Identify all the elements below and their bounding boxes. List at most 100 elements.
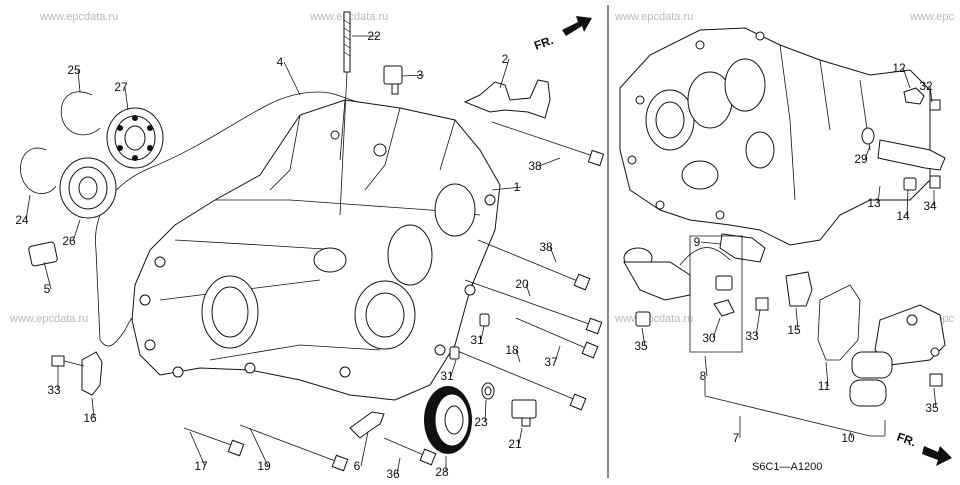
callout-number: 22 [367,29,381,43]
fr-direction-arrow-bottom: FR. [895,430,952,466]
leader-line [549,246,557,263]
leader-line [518,427,523,445]
part-10-solenoid-assembly [849,304,946,407]
part-36-bolt [383,437,437,466]
part-2-bracket [463,79,551,119]
part-35-bolt-right [929,373,943,387]
callout-number: 17 [194,459,208,473]
watermark: www.epc [909,11,955,23]
part-34-bolt [929,175,941,189]
part-6-bracket [349,411,385,439]
part-22-dipstick [339,11,351,216]
part-24-snap-ring [20,147,57,194]
callout-number: 30 [702,331,716,345]
callout-number: 1 [514,180,521,194]
callout-number: 9 [694,235,701,249]
part-8-sensor-harness [623,247,733,301]
part-5-cover [28,241,58,267]
callout-number: 35 [925,401,939,415]
part-38-bolt-middle [477,239,591,291]
leader-line [700,241,721,245]
part-21-plug [511,399,537,427]
leader-line [525,283,531,297]
part-9-connector [719,233,766,263]
callout-number: 11 [818,379,831,393]
part-15-bracket [785,271,813,307]
callout-number: 37 [544,355,558,369]
part-25-snap-ring [60,91,101,136]
leader-line [484,399,487,423]
leader-line [450,359,457,377]
diagram-code: S6C1—A1200 [752,461,822,473]
leader-line [849,431,853,439]
leader-line [283,61,301,96]
leader-line [77,69,81,93]
callout-number: 33 [745,329,759,343]
leader-line [641,327,646,347]
callout-number: 34 [923,199,937,213]
part-18-bolt [454,349,587,411]
leader-line [712,317,721,339]
callout-number: 38 [539,240,553,254]
part-35-bolt-left [635,311,651,327]
leader-line [480,325,485,341]
leader-line [755,309,761,337]
direction-label: FR. [532,33,555,53]
callout-number: 18 [505,343,519,357]
part-3-sensor [383,65,403,95]
leader-line [401,74,425,77]
callout-number: 27 [114,80,128,94]
callout-number: 32 [919,79,933,93]
callout-number: 13 [867,196,881,210]
part-20-bolt [464,279,603,335]
callout-number: 6 [354,459,361,473]
callout-number: 35 [634,339,648,353]
leader-line [43,261,52,290]
part-32-bolt [929,99,941,111]
leader-line [929,85,933,103]
callout-number: 3 [417,68,424,82]
part-8-bracket [689,235,743,353]
callout-number: 14 [896,209,910,223]
leader-line [396,457,401,475]
callout-number: 10 [841,431,855,445]
callout-number: 31 [470,333,484,347]
callout-number: 24 [15,213,29,227]
leader-line [933,387,937,409]
callout-number: 15 [787,323,801,337]
watermark: www.epcdata.ru [614,11,693,23]
part-23-washer [481,382,495,400]
leader-line [704,395,885,437]
leader-line [515,349,521,363]
watermark: www.epcdata.ru [9,313,88,325]
part-28-gear [424,386,472,454]
part-37-bolt [515,317,599,359]
leader-line [491,186,522,191]
leader-line [704,355,708,377]
callout-number: 38 [528,159,542,173]
fr-direction-arrow-top: FR. [532,16,592,53]
part-31-pin [479,313,490,327]
callout-number: 25 [67,63,81,77]
callout-number: 28 [435,465,449,479]
transmission-case [131,99,501,401]
watermark: www.epcdata.ru [39,11,118,23]
leader-line [360,431,369,467]
callout-number: 33 [47,383,61,397]
part-38-bolt-upper [491,121,605,167]
part-16-bracket [81,351,103,396]
callout-number: 5 [44,282,51,296]
callout-number: 23 [474,415,488,429]
callout-number: 4 [277,55,284,69]
leader-lines [25,35,937,475]
leader-line [902,67,911,89]
part-31-pin [449,346,460,360]
callout-labels: 1234567891011121314151617181920212223242… [15,29,939,481]
callout-number: 12 [892,61,906,75]
leader-line [72,219,81,242]
part-12-bracket [903,87,925,105]
leader-line [795,307,799,331]
part-30-clip [713,299,735,317]
callout-number: 31 [440,369,454,383]
